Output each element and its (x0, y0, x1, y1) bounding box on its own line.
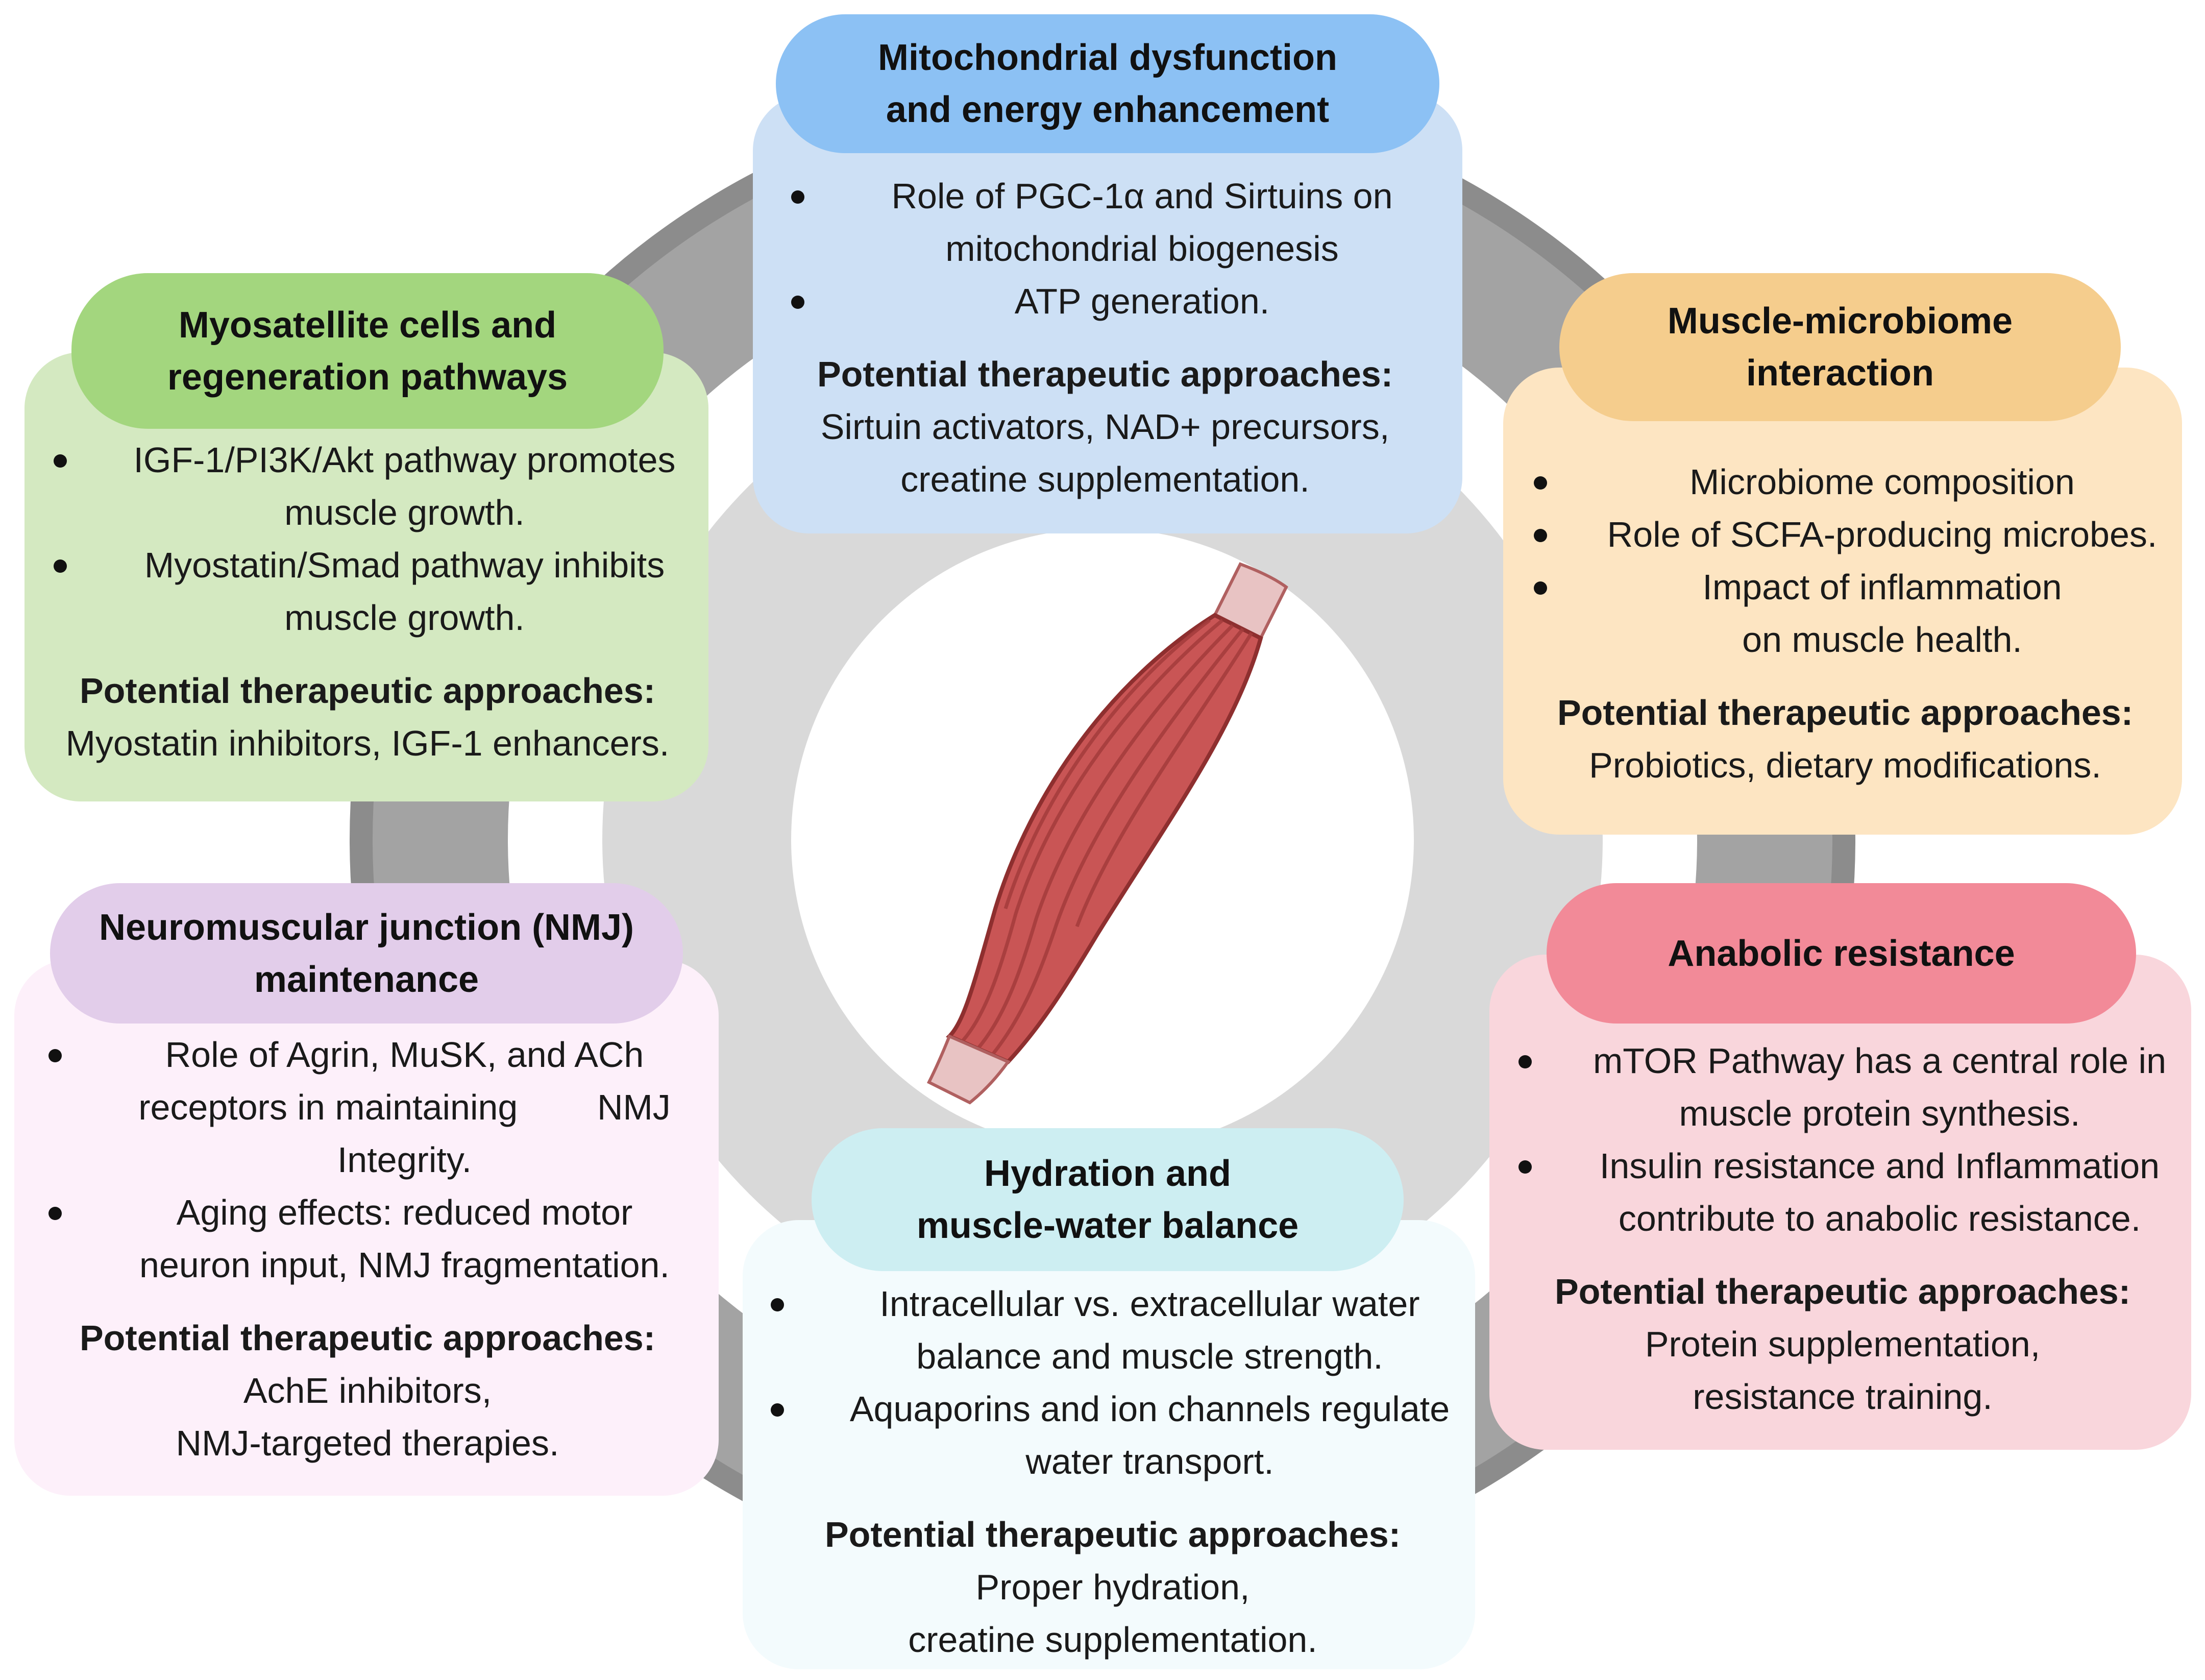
nmj-therapy-line-2: NMJ-targeted therapies. (176, 1423, 559, 1463)
anabolic-title-pill: Anabolic resistance (1547, 883, 2136, 1024)
mito-title-line-1: Mitochondrial dysfunction (878, 37, 1337, 78)
anabolic-bullet-2-line-1: Insulin resistance and Inflammation (1599, 1146, 2160, 1186)
myo-bullet-1-line-1: IGF-1/PI3K/Akt pathway promotes (133, 440, 676, 480)
mito-bullet-1-line-2: mitochondrial biogenesis (945, 229, 1339, 269)
mito-therapy-heading: Potential therapeutic approaches: (817, 354, 1393, 394)
mito-bullet-2-line-1: ATP generation. (1014, 281, 1270, 321)
anabolic-body: mTOR Pathway has a central role in muscl… (1503, 1035, 2182, 1423)
anabolic-bullet-1-line-2: muscle protein synthesis. (1679, 1093, 2080, 1133)
anabolic-bullet-1-line-1: mTOR Pathway has a central role in (1592, 1041, 2167, 1081)
nmj-title-line-2: maintenance (254, 959, 479, 1000)
nmj-bullet-2-line-1: Aging effects: reduced motor (176, 1192, 633, 1232)
microbiome-therapy-line-1: Probiotics, dietary modifications. (1589, 745, 2101, 785)
muscle-illustration-icon (926, 562, 1288, 1105)
anabolic-title-line-1: Anabolic resistance (1668, 933, 2015, 974)
mito-bullet-list: Role of PGC-1α and Sirtuins on mitochond… (776, 170, 1434, 328)
nmj-body: Role of Agrin, MuSK, and ACh receptors i… (33, 1029, 702, 1470)
mito-bullet-1-line-1: Role of PGC-1α and Sirtuins on (891, 176, 1393, 216)
nmj-bullet-2-line-2: neuron input, NMJ fragmentation. (139, 1245, 670, 1285)
myo-bullet-2-line-1: Myostatin/Smad pathway inhibits (144, 545, 665, 585)
anabolic-bullet-2-line-2: contribute to anabolic resistance. (1618, 1199, 2141, 1238)
microbiome-title-line-1: Muscle-microbiome (1667, 301, 2013, 342)
hydration-card (743, 1220, 1475, 1669)
myo-therapy-heading: Potential therapeutic approaches: (79, 671, 656, 711)
hydration-title-line-1: Hydration and (984, 1153, 1232, 1194)
myo-therapy-line-1: Myostatin inhibitors, IGF-1 enhancers. (65, 723, 670, 763)
hydration-bullet-list: Intracellular vs. extracellular water ba… (755, 1278, 1470, 1488)
nmj-title-pill: Neuromuscular junction (NMJ) maintenance (50, 883, 683, 1024)
nmj-bullet-list: Role of Agrin, MuSK, and ACh receptors i… (33, 1029, 702, 1292)
microbiome-bullet-3: Impact of inflammation on muscle health. (1518, 561, 2172, 666)
microbiome-bullet-list: Microbiome composition Role of SCFA-prod… (1518, 456, 2172, 666)
mito-body: Role of PGC-1α and Sirtuins on mitochond… (776, 170, 1434, 506)
mito-bullet-2: ATP generation. (776, 275, 1434, 328)
microbiome-bullet-1-line-1: Microbiome composition (1689, 462, 2075, 502)
microbiome-body: Microbiome composition Role of SCFA-prod… (1518, 456, 2172, 792)
anabolic-bullet-1: mTOR Pathway has a central role in muscl… (1503, 1035, 2182, 1140)
hydration-therapy-line-1: Proper hydration, (975, 1567, 1250, 1607)
myo-bullet-1: IGF-1/PI3K/Akt pathway promotes muscle g… (38, 434, 697, 539)
hydration-therapy-heading: Potential therapeutic approaches: (824, 1515, 1401, 1554)
muscle-lower-tendon (926, 1034, 1011, 1105)
hydration-title-pill: Hydration and muscle-water balance (812, 1128, 1404, 1271)
myo-title-pill: Myosatellite cells and regeneration path… (71, 273, 664, 429)
anabolic-therapy-heading: Potential therapeutic approaches: (1554, 1272, 2131, 1311)
microbiome-title-line-2: interaction (1746, 353, 1934, 394)
hydration-bullet-1-line-1: Intracellular vs. extracellular water (879, 1284, 1420, 1324)
anabolic-card (1489, 955, 2191, 1450)
myo-body: IGF-1/PI3K/Akt pathway promotes muscle g… (38, 434, 697, 770)
microbiome-therapy-heading: Potential therapeutic approaches: (1557, 693, 2134, 733)
mito-title-pill: Mitochondrial dysfunction and energy enh… (776, 14, 1439, 153)
mito-bullet-1: Role of PGC-1α and Sirtuins on mitochond… (776, 170, 1434, 275)
nmj-card (14, 960, 719, 1496)
microbiome-title-pill: Muscle-microbiome interaction (1559, 273, 2121, 421)
microbiome-card (1503, 368, 2182, 835)
nmj-bullet-1-line-2: receptors in maintaining NMJ (138, 1087, 671, 1127)
hydration-title-line-2: muscle-water balance (916, 1205, 1299, 1246)
nmj-bullet-1-line-3: Integrity. (337, 1140, 472, 1180)
nmj-bullet-2: Aging effects: reduced motor neuron inpu… (33, 1186, 702, 1292)
myo-bullet-2-line-2: muscle growth. (284, 598, 525, 638)
hydration-bullet-1-line-2: balance and muscle strength. (916, 1336, 1383, 1376)
mito-title-line-2: and energy enhancement (886, 89, 1330, 130)
hydration-bullet-2-line-1: Aquaporins and ion channels regulate (849, 1389, 1450, 1429)
nmj-bullet-1-line-1: Role of Agrin, MuSK, and ACh (165, 1035, 644, 1075)
microbiome-bullet-3-line-2: on muscle health. (1742, 620, 2022, 660)
hydration-body: Intracellular vs. extracellular water ba… (755, 1278, 1470, 1666)
anabolic-therapy-line-1: Protein supplementation, (1645, 1324, 2041, 1364)
anabolic-bullet-list: mTOR Pathway has a central role in muscl… (1503, 1035, 2182, 1245)
anabolic-therapy-line-2: resistance training. (1693, 1377, 1993, 1417)
nmj-bullet-1: Role of Agrin, MuSK, and ACh receptors i… (33, 1029, 702, 1186)
mito-therapy-line-1: Sirtuin activators, NAD+ precursors, (820, 407, 1390, 447)
myo-title-line-2: regeneration pathways (167, 356, 568, 398)
hydration-bullet-2: Aquaporins and ion channels regulate wat… (755, 1383, 1470, 1488)
anabolic-bullet-2: Insulin resistance and Inflammation cont… (1503, 1140, 2182, 1245)
microbiome-bullet-2: Role of SCFA-producing microbes. (1518, 508, 2172, 561)
muscle-fiber-stripes (961, 619, 1253, 1056)
hydration-bullet-1: Intracellular vs. extracellular water ba… (755, 1278, 1470, 1383)
microbiome-bullet-2-line-1: Role of SCFA-producing microbes. (1607, 515, 2158, 554)
nmj-therapy-heading: Potential therapeutic approaches: (79, 1318, 656, 1358)
microbiome-bullet-1: Microbiome composition (1518, 456, 2172, 508)
microbiome-bullet-3-line-1: Impact of inflammation (1702, 567, 2062, 607)
mito-therapy-line-2: creatine supplementation. (900, 459, 1310, 499)
hydration-therapy-line-2: creatine supplementation. (908, 1620, 1317, 1660)
myo-title-line-1: Myosatellite cells and (178, 304, 557, 346)
myo-bullet-2: Myostatin/Smad pathway inhibits muscle g… (38, 539, 697, 644)
nmj-therapy-line-1: AchE inhibitors, (243, 1371, 492, 1410)
myo-bullet-1-line-2: muscle growth. (284, 493, 525, 532)
hydration-bullet-2-line-2: water transport. (1025, 1442, 1274, 1481)
myo-bullet-list: IGF-1/PI3K/Akt pathway promotes muscle g… (38, 434, 697, 644)
mito-card (753, 94, 1462, 533)
nmj-title-line-1: Neuromuscular junction (NMJ) (99, 907, 634, 948)
